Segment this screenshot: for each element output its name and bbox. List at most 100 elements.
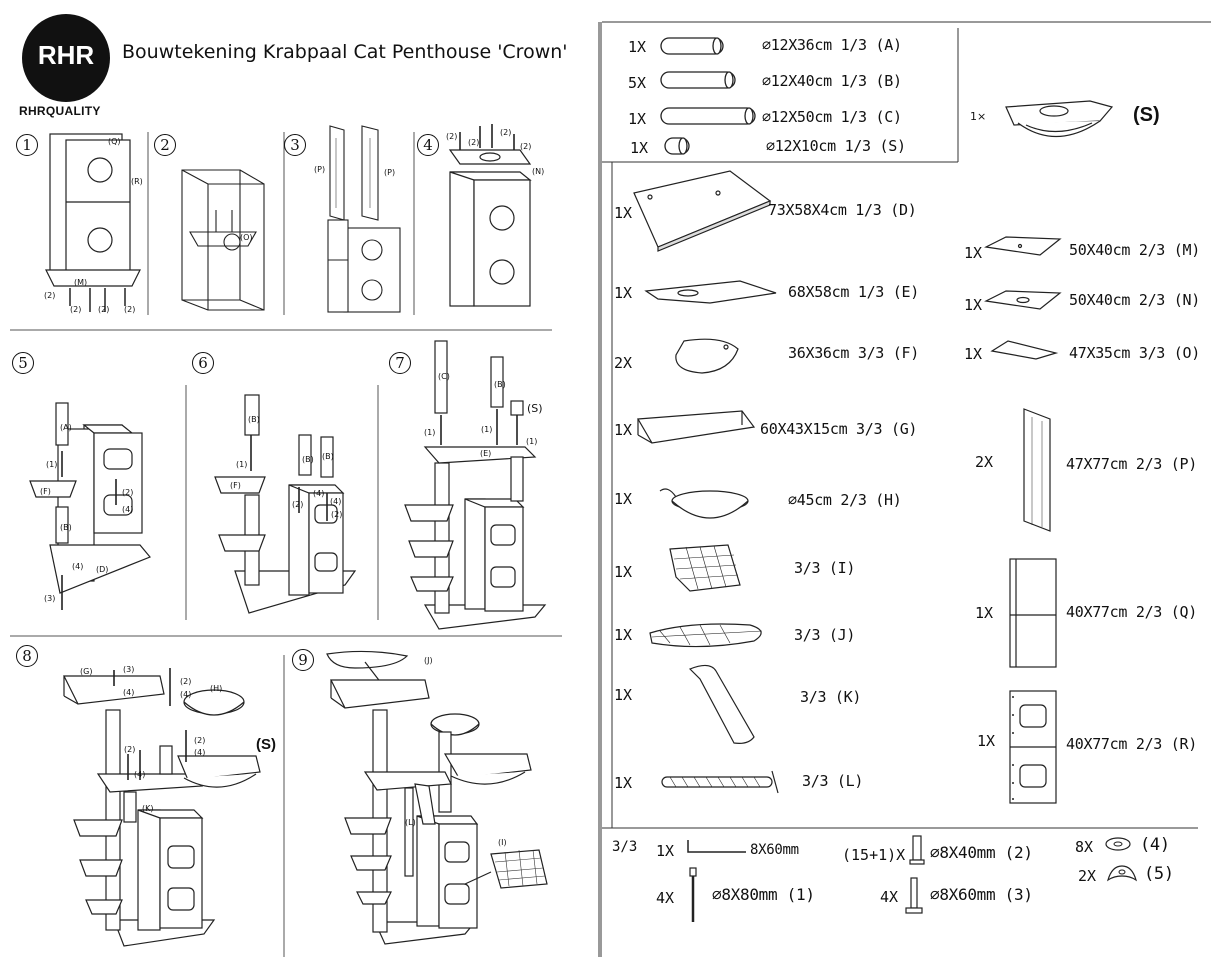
washer-icon <box>1105 837 1131 851</box>
part-f-spec: 36X36cm 3/3 (F) <box>788 344 919 362</box>
s1-label-m: (M) <box>74 278 88 287</box>
s6-label-f: (F) <box>230 481 241 490</box>
s4-label-2a: (2) <box>446 132 458 141</box>
step-9-illustration <box>326 650 548 945</box>
part-i-qty: 1X <box>614 563 633 581</box>
bolt-60mm-icon <box>905 877 923 914</box>
s6-label-4b: (4) <box>330 497 342 506</box>
s7-label-e: (E) <box>480 449 492 458</box>
step-5-illustration <box>29 402 151 610</box>
s3-label-p1: (P) <box>314 165 326 174</box>
s5-label-2: (2) <box>122 488 134 497</box>
step-number-1: 1 <box>16 134 38 156</box>
step-3-illustration <box>327 125 401 313</box>
part-a-spec: ∅12X36cm 1/3 (A) <box>762 36 902 54</box>
step-number-8: 8 <box>16 645 38 667</box>
step-7-illustration <box>404 340 547 630</box>
s8-label-4b: (4) <box>180 690 192 699</box>
part-h-spec: ∅45cm 2/3 (H) <box>788 491 902 509</box>
s9-label-l: (L) <box>405 818 416 827</box>
part-d-qty: 1X <box>614 204 633 222</box>
part-n-spec: 50X40cm 2/3 (N) <box>1069 291 1200 309</box>
part-o-qty: 1X <box>964 345 983 363</box>
part-h-qty: 1X <box>614 490 633 508</box>
s7-label-1c: (1) <box>526 437 538 446</box>
part-c-spec: ∅12X50cm 1/3 (C) <box>762 108 902 126</box>
s6-label-4a: (4) <box>313 489 325 498</box>
part-q-spec: 40X77cm 2/3 (Q) <box>1066 603 1197 621</box>
s8-label-g: (G) <box>80 667 93 676</box>
s5-label-a: (A) <box>60 423 72 432</box>
s8-label-k: (K) <box>142 804 154 813</box>
parts-right-icons <box>984 236 1062 804</box>
bolt-40mm-icon <box>909 835 925 865</box>
part-g-spec: 60X43X15cm 3/3 (G) <box>760 420 918 438</box>
s9-label-j: (J) <box>424 656 433 665</box>
s7-label-b: (B) <box>494 380 506 389</box>
s6-label-1: (1) <box>236 460 248 469</box>
part-r-qty: 1X <box>977 732 996 750</box>
bolt2-spec: ∅8X40mm (2) <box>930 843 1033 862</box>
s5-label-f: (F) <box>40 487 51 496</box>
s6-label-2a: (2) <box>292 500 304 509</box>
s8-label-3: (3) <box>123 665 135 674</box>
part-d-spec: 73X58X4cm 1/3 (D) <box>768 201 917 219</box>
logo-subtitle: RHRQUALITY <box>19 104 101 118</box>
bolt1-qty: 4X <box>656 889 675 907</box>
part-f-qty: 2X <box>614 354 633 372</box>
part-s-qty: 1X <box>630 139 649 157</box>
s1-label-r: (R) <box>131 177 143 186</box>
s8-label-4a: (4) <box>123 688 135 697</box>
part-l-qty: 1X <box>614 774 633 792</box>
part-s-icon <box>1005 100 1114 138</box>
s4-label-2c: (2) <box>500 128 512 137</box>
s8-label-4d: (4) <box>134 770 146 779</box>
s7-label-1a: (1) <box>424 428 436 437</box>
s1-label-2a: (2) <box>44 291 56 300</box>
part-e-spec: 68X58cm 1/3 (E) <box>788 283 919 301</box>
key-spec: 8X60mm <box>750 842 799 858</box>
s3-label-p2: (P) <box>384 168 396 177</box>
curved-washer-icon <box>1106 865 1138 882</box>
parts-left-icons <box>633 170 779 794</box>
part-s-box-label: (S) <box>1133 104 1160 126</box>
s6-label-b3: (B) <box>322 452 334 461</box>
s5-label-d: (D) <box>96 565 109 574</box>
s1-label-q: (Q) <box>108 137 121 146</box>
s4-label-2d: (2) <box>520 142 532 151</box>
page-title: Bouwtekening Krabpaal Cat Penthouse 'Cro… <box>122 41 568 63</box>
s1-label-2c: (2) <box>98 305 110 314</box>
s2-label-o: (O) <box>240 233 253 242</box>
s7-label-c: (C) <box>438 372 450 381</box>
part-m-spec: 50X40cm 2/3 (M) <box>1069 241 1200 259</box>
part-n-qty: 1X <box>964 296 983 314</box>
part-b-spec: ∅12X40cm 1/3 (B) <box>762 72 902 90</box>
step-number-3: 3 <box>284 134 306 156</box>
part-q-qty: 1X <box>975 604 994 622</box>
s5-label-4b: (4) <box>72 562 84 571</box>
part-k-qty: 1X <box>614 686 633 704</box>
part-g-qty: 1X <box>614 421 633 439</box>
s8-label-s: (S) <box>256 736 276 753</box>
bolt3-spec: ∅8X60mm (3) <box>930 885 1033 904</box>
step-number-6: 6 <box>192 352 214 374</box>
part-e-qty: 1X <box>614 284 633 302</box>
washer4-spec: (4) <box>1140 835 1170 855</box>
part-i-spec: 3/3 (I) <box>794 559 856 577</box>
step-number-2: 2 <box>154 134 176 156</box>
step-6-illustration <box>214 394 357 614</box>
s4-label-2b: (2) <box>468 138 480 147</box>
part-s-spec: ∅12X10cm 1/3 (S) <box>766 137 906 155</box>
part-c-qty: 1X <box>628 110 647 128</box>
washer4-qty: 8X <box>1075 838 1094 856</box>
part-s-box-qty: 1× <box>970 110 987 123</box>
washer5-spec: (5) <box>1144 864 1174 884</box>
bolt3-qty: 4X <box>880 888 899 906</box>
part-a-qty: 1X <box>628 38 647 56</box>
bolt2-qty: (15+1)X <box>842 846 906 864</box>
s8-label-2b: (2) <box>194 736 206 745</box>
s8-label-2a: (2) <box>180 677 192 686</box>
s5-label-1: (1) <box>46 460 58 469</box>
part-b-qty: 5X <box>628 74 647 92</box>
